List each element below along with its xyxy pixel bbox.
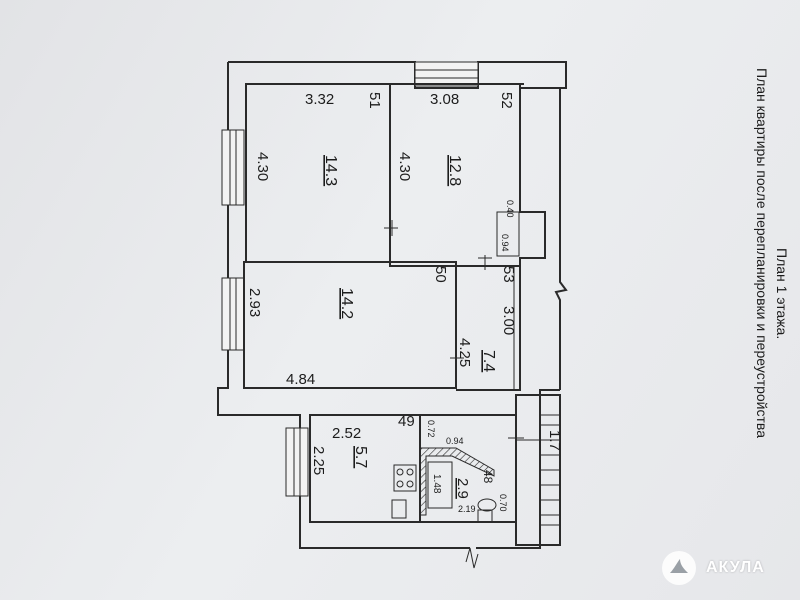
bathroom-small3: 0.70 [498, 494, 508, 512]
break-mark [465, 547, 479, 569]
sink [391, 499, 407, 519]
room-a-area: 14.3 [322, 155, 339, 186]
watermark: АКУЛА [662, 548, 792, 588]
room-b-area: 12.8 [446, 155, 463, 186]
room-c-dim-bottom: 4.84 [286, 371, 315, 388]
window-top [414, 61, 479, 87]
kitchen-dim-side: 2.25 [310, 446, 327, 475]
bathroom-small1: 0.72 [426, 420, 436, 438]
room-c-dim-side: 2.93 [246, 288, 263, 317]
corridor-dim-width: 3.00 [500, 306, 517, 335]
bathroom-number: 48 [481, 470, 495, 484]
corridor [456, 265, 521, 391]
windows [221, 61, 479, 497]
room-b-small2: 0.94 [500, 234, 510, 252]
room-a-number: 51 [366, 92, 383, 109]
window-left-top [221, 129, 245, 206]
kitchen-number: 49 [398, 413, 415, 430]
window-left-middle [221, 277, 245, 351]
room-a-dim-top: 3.32 [305, 91, 334, 108]
room-a-dim-side2: 4.30 [396, 152, 413, 181]
room-c-number: 50 [432, 266, 449, 283]
toilet [477, 498, 497, 512]
bathroom-area: 2.9 [454, 478, 471, 499]
room-b-dim-top: 3.08 [430, 91, 459, 108]
room-b-small1: 0.40 [505, 200, 515, 218]
bathroom-small2: 0.94 [446, 436, 464, 446]
stair [515, 394, 561, 546]
toilet-tank [477, 509, 493, 523]
corridor-dim-length: 4.25 [456, 338, 473, 367]
bathroom-small4: 2.19 [458, 504, 476, 514]
kitchen-dim-top: 2.52 [332, 425, 361, 442]
corridor-area: 7.4 [480, 350, 497, 372]
room-c [243, 261, 457, 389]
watermark-text: АКУЛА [706, 559, 765, 576]
kitchen-area: 5.7 [352, 446, 369, 468]
room-b [389, 83, 546, 267]
room-a-dim-side: 4.30 [254, 152, 271, 181]
stair-dim: 1.7 [546, 430, 563, 451]
room-c-area: 14.2 [338, 288, 355, 319]
stove [393, 464, 417, 492]
door-marks [384, 220, 524, 439]
bathtub [427, 461, 453, 509]
room-b-number: 52 [498, 92, 515, 109]
shark-logo-icon [662, 551, 696, 585]
window-kitchen [285, 427, 309, 497]
bathtub-length: 1.48 [431, 474, 442, 494]
corridor-number: 53 [500, 266, 517, 283]
